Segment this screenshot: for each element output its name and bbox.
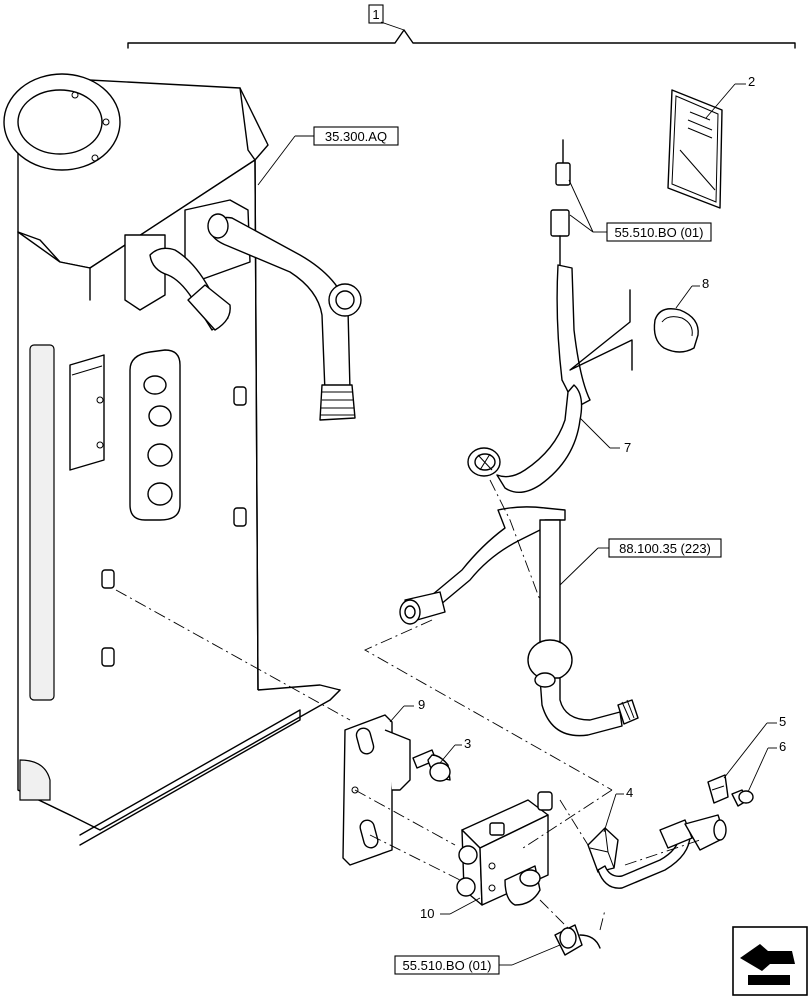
bolt-3	[412, 749, 451, 782]
svg-text:5: 5	[779, 714, 786, 729]
svg-text:10: 10	[420, 906, 434, 921]
assembly-lines	[115, 479, 701, 931]
item-5: 5	[723, 714, 786, 779]
svg-text:8: 8	[702, 276, 709, 291]
svg-text:4: 4	[626, 785, 633, 800]
svg-text:3: 3	[464, 736, 471, 751]
svg-text:2: 2	[748, 74, 755, 89]
svg-text:55.510.BO (01): 55.510.BO (01)	[615, 225, 704, 240]
assembly-number-box	[368, 4, 384, 24]
manual-booklet	[667, 89, 723, 209]
svg-text:35.300.AQ: 35.300.AQ	[325, 129, 387, 144]
item-6: 6	[747, 739, 786, 793]
svg-text:6: 6	[779, 739, 786, 754]
item-8: 8	[675, 276, 709, 309]
svg-text:88.100.35 (223): 88.100.35 (223)	[619, 541, 711, 556]
item-7: 7	[579, 417, 631, 455]
svg-text:55.510.BO (01): 55.510.BO (01)	[403, 958, 492, 973]
hydraulic-hoses	[124, 199, 362, 421]
svg-text:7: 7	[624, 440, 631, 455]
reference-35300aq: 35.300.AQ	[257, 126, 399, 186]
mounting-bracket	[342, 714, 411, 866]
previous-page-arrow-icon[interactable]	[732, 926, 808, 996]
wire-harness	[467, 139, 633, 493]
bottom-connector	[554, 924, 601, 956]
band-ring	[653, 308, 699, 353]
item-9: 9	[389, 697, 425, 723]
reference-88100: 88.100.35 (223)	[559, 538, 722, 586]
bolt-6	[731, 789, 754, 807]
clip-5	[707, 774, 729, 804]
assembly-number: 1	[372, 7, 379, 22]
item-4: 4	[603, 785, 633, 833]
tractor-body	[3, 73, 341, 846]
item-2: 2	[705, 74, 755, 119]
reference-55510bo-bottom: 55.510.BO (01)	[394, 944, 561, 975]
pipe-assembly	[399, 506, 639, 737]
svg-text:9: 9	[418, 697, 425, 712]
valve-block	[456, 791, 553, 906]
assembly-bracket: 1	[127, 4, 796, 49]
item-3: 3	[439, 736, 471, 764]
connector-cable	[587, 814, 727, 889]
reference-55510bo-top: 55.510.BO (01)	[568, 179, 712, 242]
item-10: 10	[420, 897, 481, 921]
